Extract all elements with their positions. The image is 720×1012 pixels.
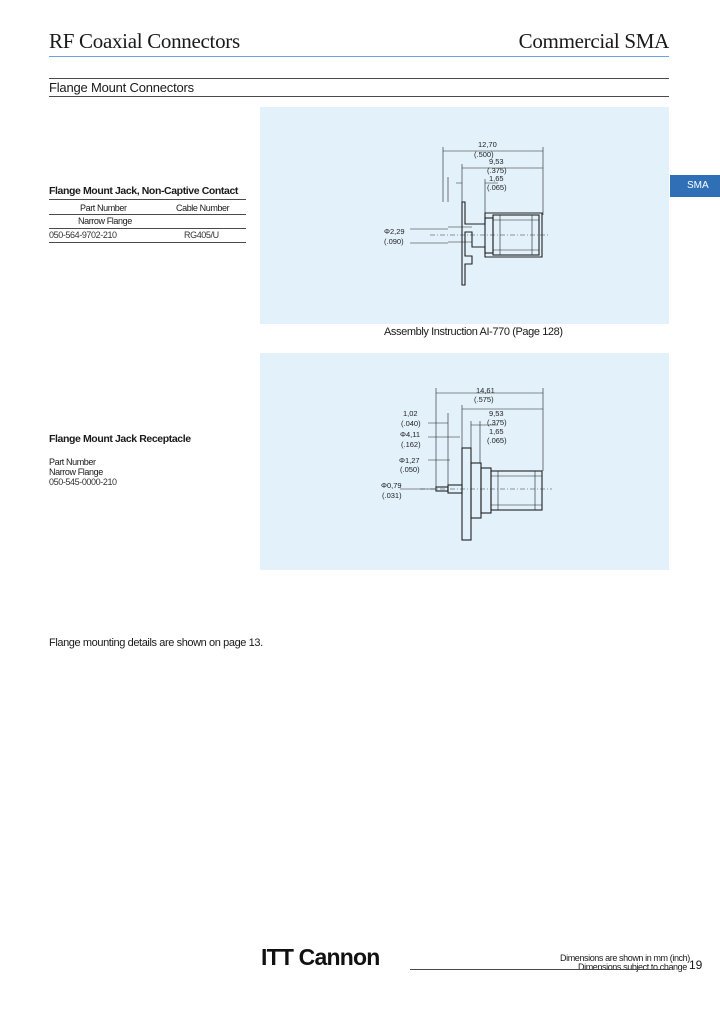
product1-dim-overall: 12,70 (478, 140, 497, 149)
product1-drawing-panel: 12,70 (.500) 9,53 (.375) 1,65 (.065) Φ2,… (260, 107, 669, 324)
product2-dim-d3: Φ0,79 (381, 481, 402, 490)
product2-header-part-number: Part Number (49, 457, 96, 467)
section-rule-bottom (49, 96, 669, 97)
product1-table-rule (49, 242, 246, 243)
product2-dim-overall: 14,61 (476, 386, 495, 395)
product1-shoulder (484, 217, 494, 254)
product1-header-cable-number: Cable Number (176, 203, 230, 213)
product2-dim-overall-in: (.575) (474, 395, 494, 404)
product1-drawing: 12,70 (.500) 9,53 (.375) 1,65 (.065) Φ2,… (384, 140, 550, 286)
side-tab-sma: SMA (670, 175, 720, 197)
product1-title: Flange Mount Jack, Non-Captive Contact (49, 185, 238, 197)
product2-dim-d2: Φ1,27 (399, 456, 420, 465)
product2-dim-flange: 1,65 (489, 427, 504, 436)
product2-dim-flange-in: (.065) (487, 436, 507, 445)
footer-note-units: Dimensions are shown in mm (inch) (560, 953, 690, 963)
product2-dim-d1-in: (.162) (401, 440, 421, 449)
product2-drawing-panel: 14,61 (.575) 9,53 (.375) 1,65 (.065) 1,0… (260, 353, 669, 570)
product1-dim-flange-in: (.065) (487, 183, 507, 192)
product1-part-number: 050-564-9702-210 (49, 230, 117, 240)
product2-dim-body: 9,53 (489, 409, 504, 418)
product2-subheader: Narrow Flange (49, 467, 103, 477)
product2-dim-d2-in: (.050) (400, 465, 420, 474)
product1-thread-lines (493, 215, 539, 255)
footer-rule (410, 969, 670, 970)
product2-extension-lines (435, 388, 544, 487)
product1-cable-number: RG405/U (184, 230, 219, 240)
product2-flange-plate (461, 447, 472, 541)
product2-dim-d1: Φ4,11 (400, 430, 420, 439)
product1-bore-leaders (410, 228, 448, 244)
product1-dim-body: 9,53 (489, 157, 504, 166)
product2-dimension-lines (436, 392, 543, 426)
product2-drawing: 14,61 (.575) 9,53 (.375) 1,65 (.065) 1,0… (381, 386, 552, 541)
product1-table-rule (49, 228, 246, 229)
product1-header-part-number: Part Number (80, 203, 127, 213)
product1-table-rule (49, 214, 246, 215)
product1-dim-flange: 1,65 (489, 174, 504, 183)
product1-dim-overall-in: (.500) (474, 150, 494, 159)
page-number: 19 (689, 958, 703, 972)
header-left-title: RF Coaxial Connectors (49, 29, 240, 53)
product2-thread-body (490, 470, 543, 511)
product2-dim-pin-len-in: (.040) (401, 419, 421, 428)
itt-cannon-logo: ITT Cannon (261, 944, 380, 970)
product1-dim-body-in: (.375) (487, 166, 507, 175)
product1-dimension-lines (443, 150, 543, 184)
footnote: Flange mounting details are shown on pag… (49, 637, 263, 649)
product2-body-step (470, 462, 482, 519)
product2-dim-pin-len: 1,02 (403, 409, 418, 418)
header-right-title: Commercial SMA (518, 29, 670, 53)
product2-title: Flange Mount Jack Receptacle (49, 433, 191, 445)
header-rule (49, 56, 669, 57)
product2-thread-lines (491, 471, 542, 510)
product1-subheader: Narrow Flange (78, 216, 132, 226)
section-rule-top (49, 78, 669, 79)
product1-dim-bore-in: (.090) (384, 237, 404, 246)
product1-connector-outline (461, 201, 543, 286)
product1-bore-lines (448, 226, 472, 243)
product2-dim-d3-in: (.031) (382, 491, 402, 500)
footer-note-change: Dimensions subject to change (578, 962, 687, 972)
product2-shoulder (480, 467, 492, 514)
section-title: Flange Mount Connectors (49, 80, 194, 95)
product2-part-number: 050-545-0000-210 (49, 477, 117, 487)
product1-table-rule (49, 199, 246, 200)
product2-leader-lines (400, 422, 460, 490)
product2-dim-body-in: (.375) (487, 418, 507, 427)
product1-caption: Assembly Instruction AI-770 (Page 128) (384, 326, 563, 338)
product1-dim-bore: Φ2,29 (384, 227, 405, 236)
